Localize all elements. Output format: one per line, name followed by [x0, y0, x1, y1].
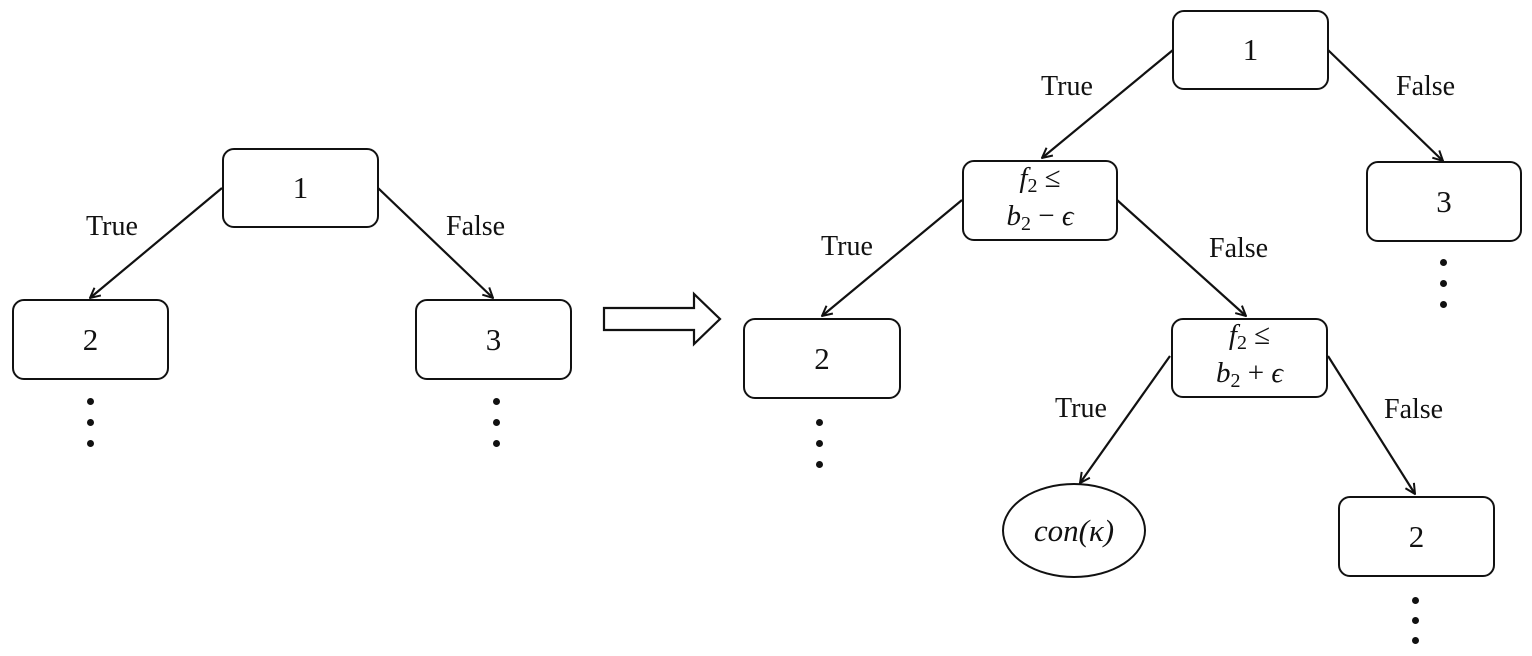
cond-lower-rel: ≤ [1254, 319, 1271, 351]
right-root-true-label: True [1041, 71, 1093, 102]
edge-cond-upper-to-2 [822, 199, 963, 316]
condition-node-plus-epsilon: f2 ≤ b2 + ϵ [1171, 318, 1328, 398]
left-node-3: 3 [415, 299, 572, 380]
edge-right-root-to-3 [1327, 49, 1443, 161]
cond-lower-true-label: True [1055, 393, 1107, 424]
right-node-3: 3 [1366, 161, 1522, 242]
condition-node-minus-epsilon: f2 ≤ b2 − ϵ [962, 160, 1118, 241]
left-true-label: True [86, 211, 138, 242]
edge-cond-lower-to-2 [1327, 355, 1415, 494]
cond-upper-false-label: False [1209, 233, 1269, 264]
cond-upper-true-label: True [821, 231, 873, 262]
cond-lower-var: f [1228, 319, 1237, 351]
cond-upper-rel: ≤ [1044, 161, 1061, 194]
cond-upper-bsub: 2 [1020, 212, 1031, 235]
right-node-2-right: 2 [1338, 496, 1495, 577]
edge-right-root-to-cond-upper [1042, 49, 1174, 158]
right-node-2-left: 2 [743, 318, 901, 399]
cond-upper-op: − [1038, 199, 1055, 232]
cond-lower-bsub: 2 [1230, 370, 1241, 392]
right-root-false-label: False [1396, 71, 1456, 102]
edge-left-root-to-3 [377, 187, 493, 298]
cond-lower-false-label: False [1384, 394, 1444, 425]
cond-upper-eps: ϵ [1061, 199, 1074, 232]
left-node-2: 2 [12, 299, 169, 380]
cond-lower-bvar: b [1215, 357, 1231, 389]
left-false-label: False [446, 211, 506, 242]
leaf-con-kappa: con(κ) [1002, 483, 1146, 578]
right-root-node: 1 [1172, 10, 1329, 90]
cond-lower-op: + [1247, 357, 1265, 389]
cond-lower-sub: 2 [1236, 332, 1247, 354]
cond-lower-eps: ϵ [1271, 357, 1284, 389]
transform-arrow [602, 291, 722, 347]
left-root-node: 1 [222, 148, 379, 228]
edge-cond-upper-to-cond-lower [1116, 199, 1246, 316]
cond-upper-var: f [1019, 161, 1028, 194]
cond-upper-sub: 2 [1027, 174, 1038, 197]
cond-upper-bvar: b [1006, 199, 1021, 232]
edge-cond-lower-to-leaf [1080, 355, 1171, 483]
edge-left-root-to-2 [90, 187, 223, 298]
